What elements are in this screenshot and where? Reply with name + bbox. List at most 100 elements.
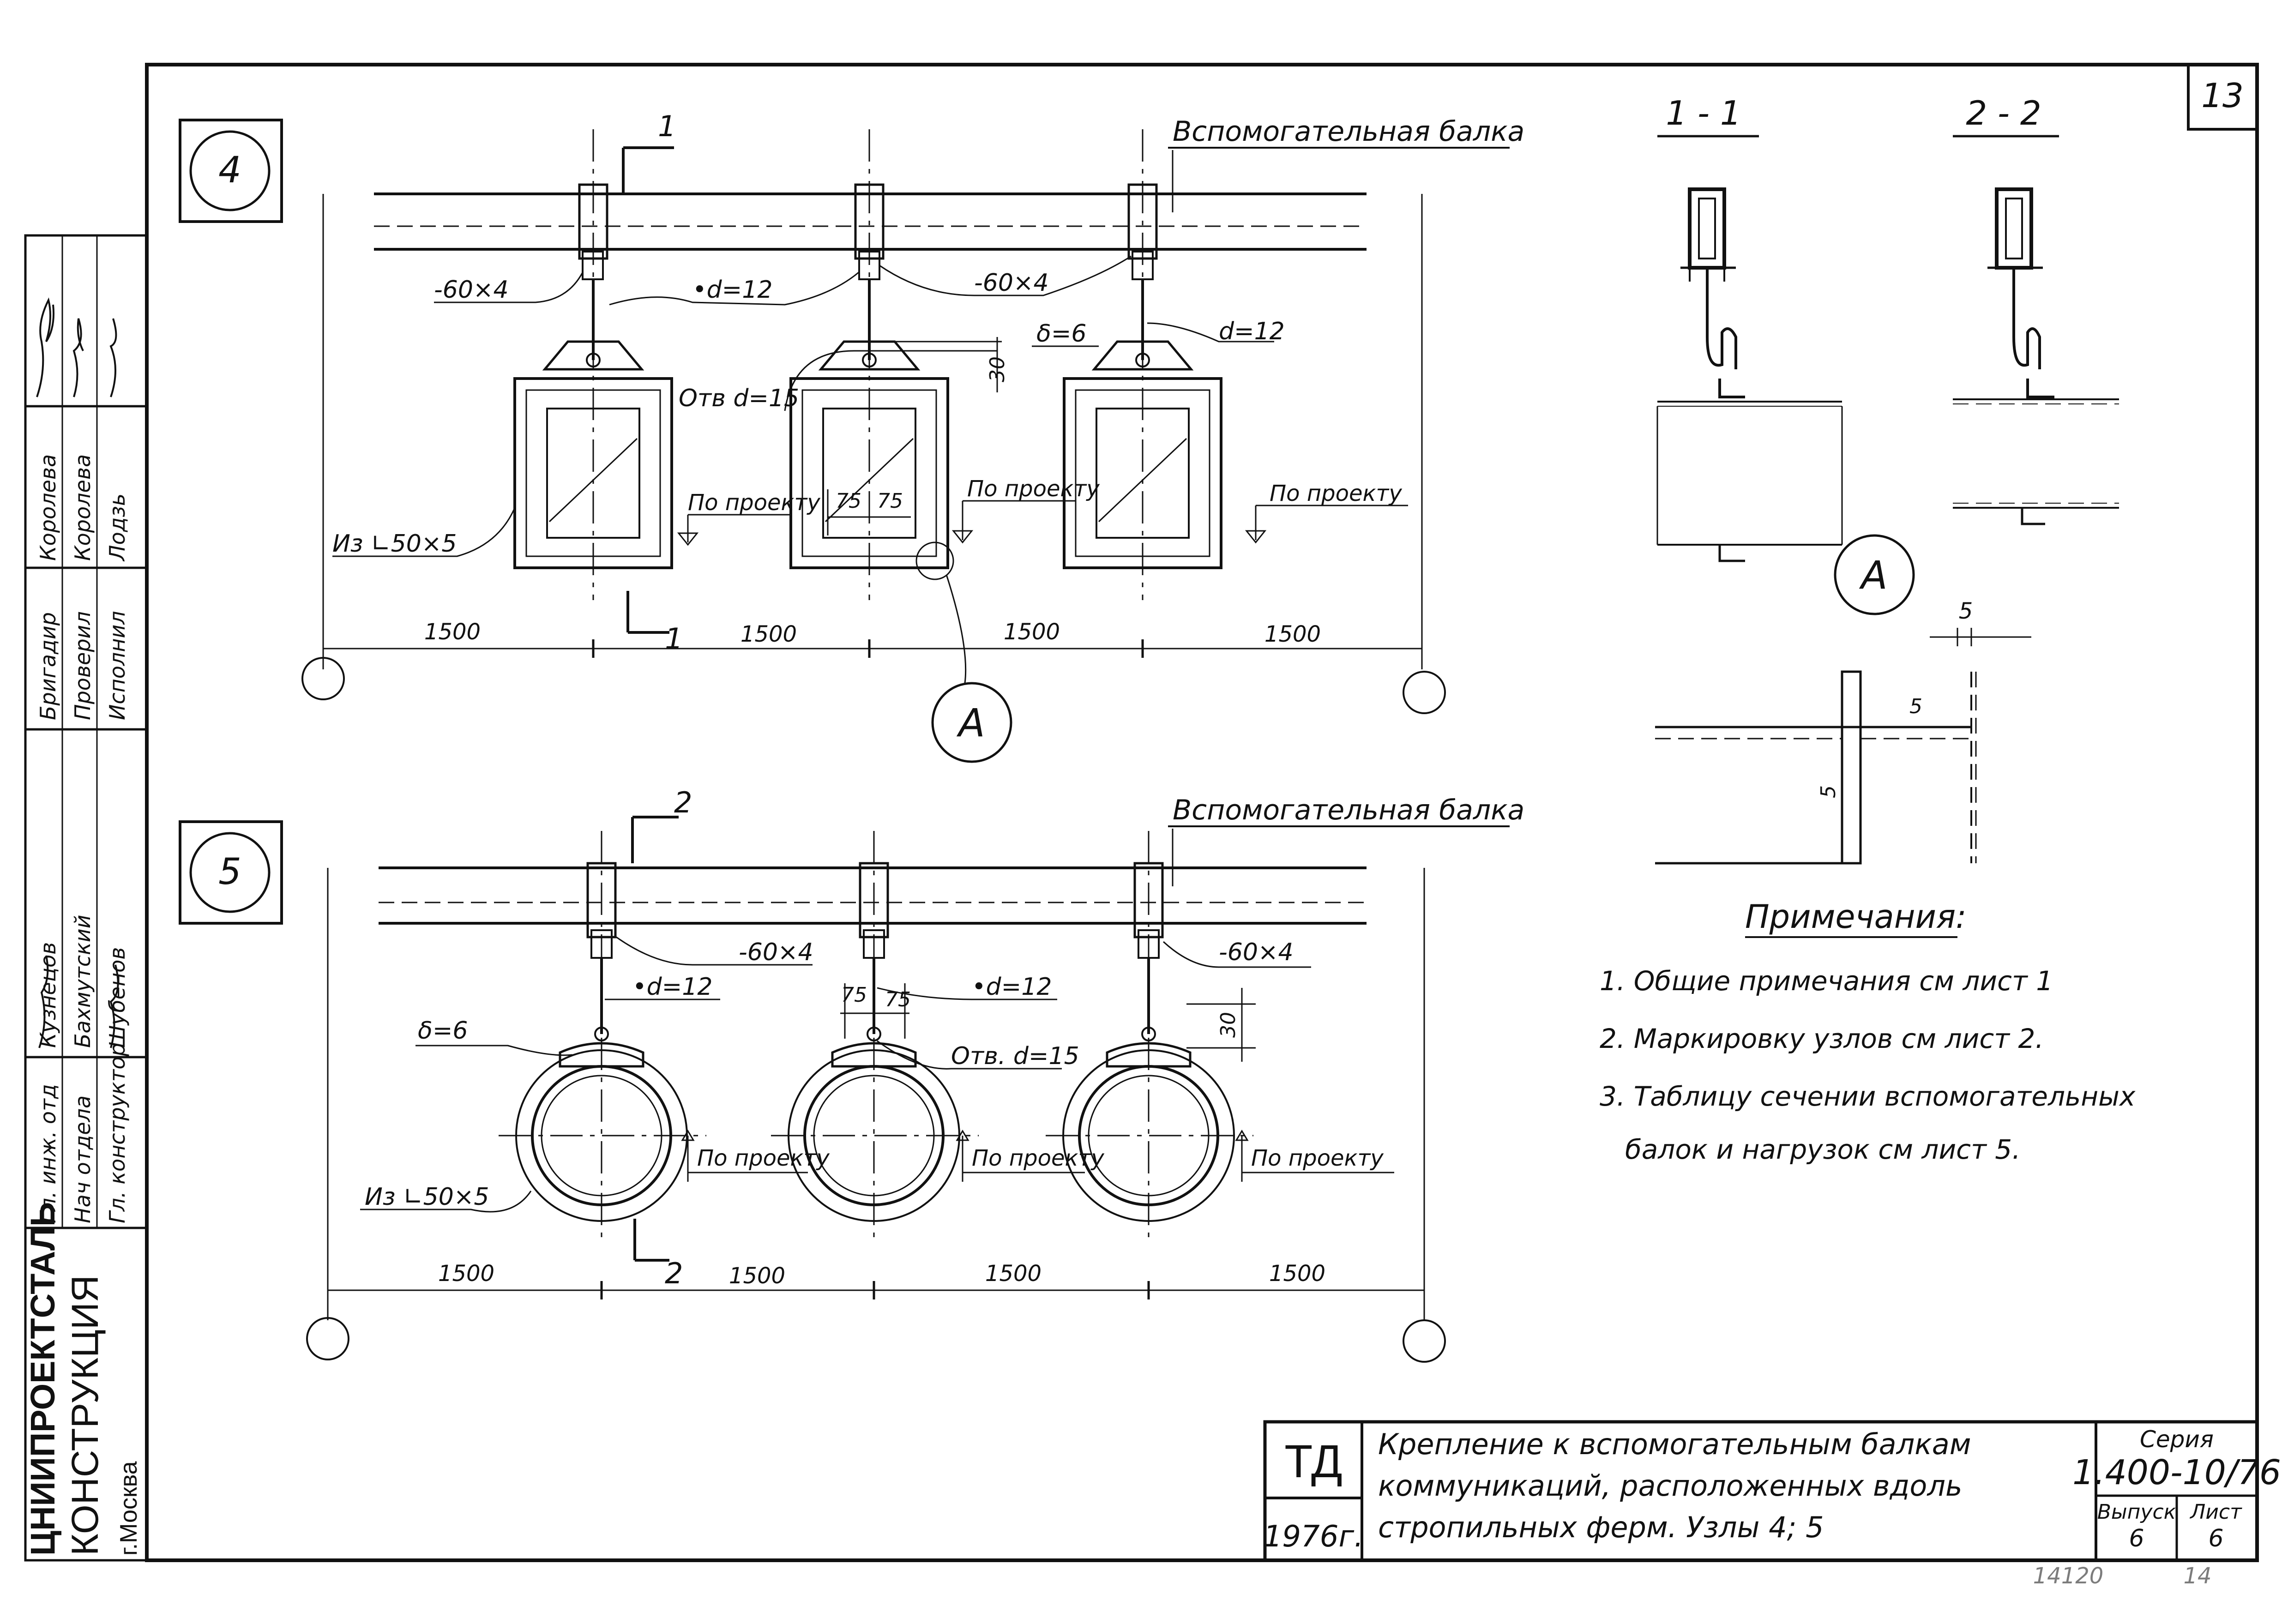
stamp-role-2: Нач отдела (70, 1095, 95, 1223)
note-1: 1. Общие примечания см лист 1 (1600, 965, 2053, 997)
node4-span-4: 1500 (1264, 621, 1321, 647)
notes: Примечания: 1. Общие примечания см лист … (1600, 898, 2136, 1165)
node4-level-label-2: По проекту (967, 476, 1100, 502)
stamp-name-3: Шубенов (105, 947, 130, 1048)
title-line-1: Крепление к вспомогательным балкам (1378, 1427, 1971, 1461)
node-4: 4 Вспомогательная балка 1 1 (179, 109, 1524, 763)
corner-scribble: 14120 (2033, 1563, 2104, 1589)
node5-level-label-3: По проекту (1251, 1145, 1384, 1171)
section-2-title: 2 - 2 (1966, 94, 2041, 132)
note-3-cont: балок и нагрузок см лист 5. (1625, 1134, 2021, 1165)
node5-cut-label-top: 2 (674, 786, 692, 819)
title-block: ТД 1976г. Крепление к вспомогательным ба… (1263, 1420, 2281, 1562)
node5-hanger-3 (1046, 831, 1253, 1237)
node4-hanger-2 (789, 129, 949, 600)
node5-dim-30: 30 (1216, 1012, 1240, 1038)
note-2: 2. Маркировку узлов см лист 2. (1600, 1023, 2044, 1054)
node5-dim-75a: 75 (841, 983, 867, 1007)
stamp-org-1: ЦНИИПРОЕКТСТАЛЬ (24, 1202, 62, 1556)
node5-span-3: 1500 (985, 1261, 1042, 1287)
node5-strip-label-2: -60×4 (1219, 938, 1294, 966)
node5-level-label-1: По проекту (697, 1145, 830, 1171)
node4-level-label-3: По проекту (1270, 481, 1402, 506)
notes-heading: Примечания: (1745, 898, 1967, 936)
node5-hanger-1 (499, 831, 706, 1237)
issue-value: 6 (2129, 1525, 2144, 1552)
node5-hole-label: Отв. d=15 (951, 1042, 1079, 1070)
stamp-name-6: Лодзь (105, 493, 130, 562)
stamp-name-4: Королева (36, 454, 60, 561)
title-line-3: стропильных ферм. Узлы 4; 5 (1378, 1510, 1824, 1544)
node5-rod-label-1: •d=12 (632, 973, 712, 1001)
section-1-title: 1 - 1 (1666, 94, 1741, 132)
series-value: 1.400-10/76 (2072, 1453, 2281, 1492)
stamp-role-3: Гл. конструктор (105, 1043, 130, 1223)
node4-hole-label: Отв d=15 (679, 385, 799, 412)
node4-number: 4 (218, 150, 241, 191)
node5-dim-75b: 75 (885, 988, 911, 1011)
node5-strip-label-1: -60×4 (739, 938, 813, 966)
note-3: 3. Таблицу сечении вспомогательных (1600, 1081, 2136, 1112)
node4-dim-75b: 75 (877, 489, 903, 513)
node5-hanger-2 (771, 831, 979, 1237)
stamp-name-5: Королева (70, 454, 95, 561)
node5-cut-label-bottom: 2 (665, 1257, 683, 1290)
stamp-org-2: КОНСТРУКЦИЯ (64, 1275, 106, 1556)
section-1-drawing (1656, 187, 1843, 562)
node4-beam-label: Вспомогательная балка (1173, 115, 1524, 148)
stamp-role-1: Гл. инж. отд (36, 1084, 60, 1223)
section-2-drawing (1953, 187, 2119, 525)
node4-hanger-1 (513, 129, 673, 600)
node4-span-3: 1500 (1004, 619, 1060, 645)
node5-level-label-2: По проекту (972, 1145, 1104, 1171)
node5-span-1: 1500 (438, 1261, 494, 1287)
node4-strip-label-2: -60×4 (974, 269, 1049, 297)
stamp-role-5: Проверил (70, 611, 95, 720)
node5-angle-label: Из ∟50×5 (365, 1183, 489, 1211)
stamp-role-4: Бригадир (36, 612, 60, 720)
node4-span-1: 1500 (424, 619, 481, 645)
signatures (36, 297, 119, 1048)
sections: 1 - 1 2 - 2 (1655, 94, 2119, 865)
sheet-number: 13 (2201, 76, 2244, 115)
node5-rod-label-2: •d=12 (972, 973, 1052, 1001)
corner-scribble-2: 14 (2183, 1563, 2211, 1589)
node4-rod-label-2: d=12 (1219, 318, 1285, 345)
detail-a-dim-tick: 5 (1909, 695, 1922, 718)
sheet-value: 6 (2208, 1525, 2223, 1552)
stamp-org-3: г.Москва (115, 1461, 142, 1556)
left-stamp: Гл. инж. отд Нач отдела Гл. конструктор … (24, 234, 148, 1562)
node5-beam-label: Вспомогательная балка (1173, 794, 1524, 826)
sheet-label: Лист (2189, 1500, 2242, 1524)
node4-dim-30: 30 (986, 356, 1009, 382)
node5-span-4: 1500 (1269, 1261, 1325, 1287)
title-year: 1976г. (1264, 1520, 1364, 1554)
node4-detail-callout: А (956, 700, 985, 746)
node4-dim-75a: 75 (836, 489, 861, 513)
detail-a-dim-side: 5 (1817, 785, 1840, 798)
node4-level-label-1: По проекту (688, 490, 820, 516)
title-line-2: коммуникаций, расположенных вдоль (1378, 1469, 1963, 1503)
stamp-name-2: Бахмутский (70, 914, 95, 1048)
node4-plate-label: δ=6 (1036, 320, 1086, 348)
node-5: 5 Вспомогательная балка 2 2 (179, 786, 1524, 1363)
node4-cut-label-top: 1 (658, 109, 676, 143)
stamp-role-6: Исполнил (105, 611, 130, 720)
node4-angle-label: Из ∟50×5 (332, 530, 457, 558)
node4-strip-label-1: -60×4 (434, 276, 509, 304)
detail-a-label: А (1859, 553, 1887, 598)
series-label: Серия (2140, 1426, 2214, 1453)
node5-span-2: 1500 (729, 1263, 785, 1289)
node4-cut-label-bottom: 1 (665, 622, 683, 656)
detail-a-dim-top: 5 (1959, 598, 1973, 624)
stamp-name-1: Кузнецов (36, 942, 60, 1048)
title-code: ТД (1284, 1436, 1343, 1487)
node5-plate-label: δ=6 (418, 1017, 468, 1045)
detail-a-drawing: 5 5 5 (1655, 598, 2031, 865)
issue-label: Выпуск (2097, 1500, 2176, 1524)
node4-span-2: 1500 (741, 621, 797, 647)
node4-rod-label: •d=12 (692, 276, 772, 304)
node5-number: 5 (218, 851, 241, 893)
node4-hanger-3 (1063, 129, 1222, 600)
